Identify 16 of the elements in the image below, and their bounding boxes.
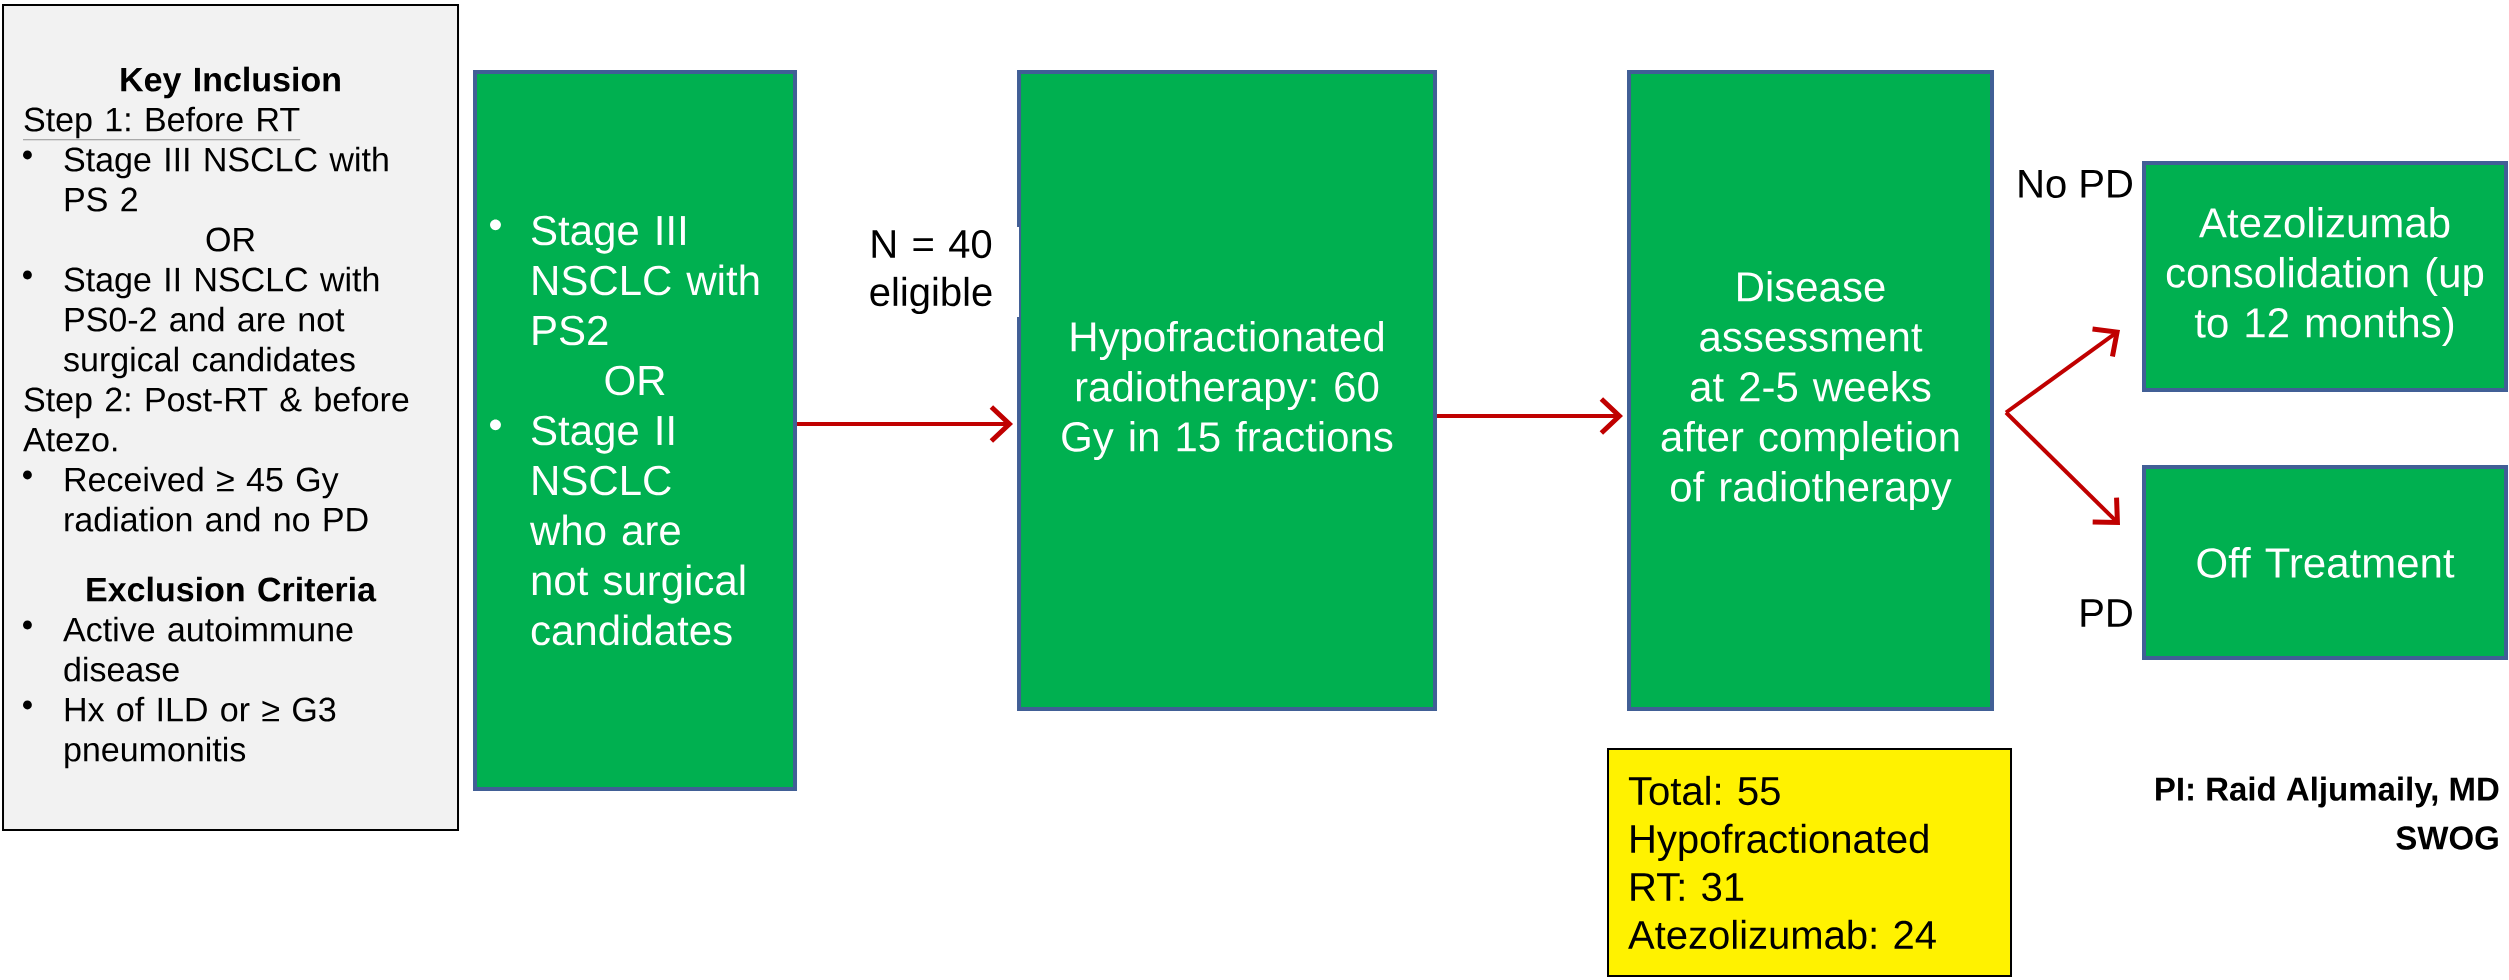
arrow [2004,411,2120,525]
process-box: Atezolizumab consolidation (up to 12 months) [2142,161,2508,392]
edge-label: No PD [2013,167,2137,201]
process-box: Stage III NSCLC with PS2 OR Stage II NSCLC who are not surgical candidates [473,70,797,791]
arrow [2004,326,2120,415]
credit-text: PI: Raid Aljumaily, MD [2156,776,2499,808]
arrow [1437,397,1623,435]
process-box: Hypofractionated radiotherapy: 60 Gy in 15 fractions [1017,70,1437,711]
arrow [797,405,1014,443]
summary-box: Total: 55 Hypofractionated RT: 31 Atezolizumab: 24 [1607,748,2012,977]
criteria-box: Key Inclusion Step 1: Before RT Stage III NSCLC with PS 2 OR Stage II NSCLC with PS0-2 and are not surgical candidates Step 2: Post-RT & before Atezo. Received ≥ 45 Gy radiation and no PD Exclusion Criteria Active autoimmune disease Hx of ILD or ≥ G3 pneumonitis [2,4,459,831]
edge-label: PD [2075,596,2137,630]
process-box: Disease assessment at 2-5 weeks after completion of radiotherapy [1627,70,1994,711]
credit-text: SWOG [2396,826,2498,850]
edge-label: N = 40 eligible [843,226,1019,318]
process-box: Off Treatment [2142,465,2508,660]
